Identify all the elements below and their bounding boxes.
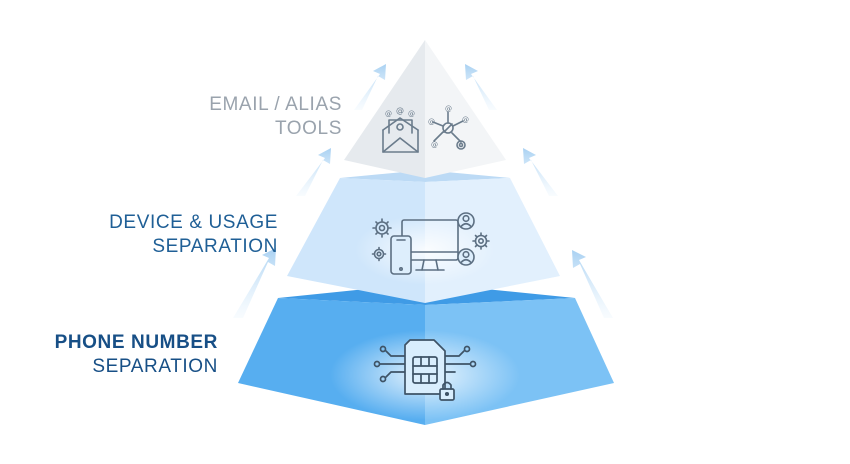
svg-text:@: @ (428, 118, 435, 126)
gear-icon (372, 218, 392, 238)
email-alias-icon: @ @ @ @ @ @ @ (382, 105, 469, 153)
tier-label-line: SEPARATION (92, 356, 218, 377)
tier-label-line: DEVICE & USAGE (109, 212, 278, 233)
arrow-icon (233, 248, 276, 318)
circuit-lines-icon (373, 345, 477, 383)
svg-text:@: @ (431, 141, 438, 149)
svg-text:@: @ (408, 110, 415, 118)
smartphone-icon (390, 235, 412, 275)
svg-text:@: @ (396, 106, 404, 115)
padlock-icon (439, 381, 455, 401)
gear-icon (371, 246, 387, 262)
arrow-icon (572, 250, 613, 318)
tier-label-line: SEPARATION (152, 236, 278, 257)
gear-icon (472, 232, 490, 250)
svg-text:@: @ (445, 105, 452, 113)
tier-middle (287, 170, 560, 303)
sim-card-lock-icon (373, 339, 477, 401)
tier-label-line: EMAIL / ALIAS (209, 94, 342, 115)
arrow-icon (465, 64, 497, 110)
tier-label-line: TOOLS (274, 118, 342, 139)
user-avatar-icon (457, 212, 475, 230)
arrow-icon (523, 148, 558, 196)
svg-text:@: @ (385, 110, 392, 118)
upward-arrows (233, 64, 613, 318)
user-avatar-icon (457, 248, 475, 266)
tier-label-email-alias-tools: EMAIL / ALIAS TOOLS (209, 93, 342, 141)
sim-card-icon (404, 339, 446, 395)
svg-text:@: @ (462, 116, 469, 124)
tier-label-line: PHONE NUMBER (54, 332, 218, 353)
envelope-icon: @ @ @ (382, 106, 419, 153)
devices-icon (371, 212, 490, 275)
tier-bottom (238, 283, 614, 425)
tier-label-phone-number-separation: PHONE NUMBER SEPARATION (55, 331, 218, 379)
arrow-icon (354, 64, 386, 110)
link-network-icon: @ @ @ @ (428, 105, 469, 150)
arrow-icon (296, 148, 331, 196)
tier-label-device-usage-separation: DEVICE & USAGE SEPARATION (109, 211, 278, 259)
tier-top (344, 40, 506, 178)
